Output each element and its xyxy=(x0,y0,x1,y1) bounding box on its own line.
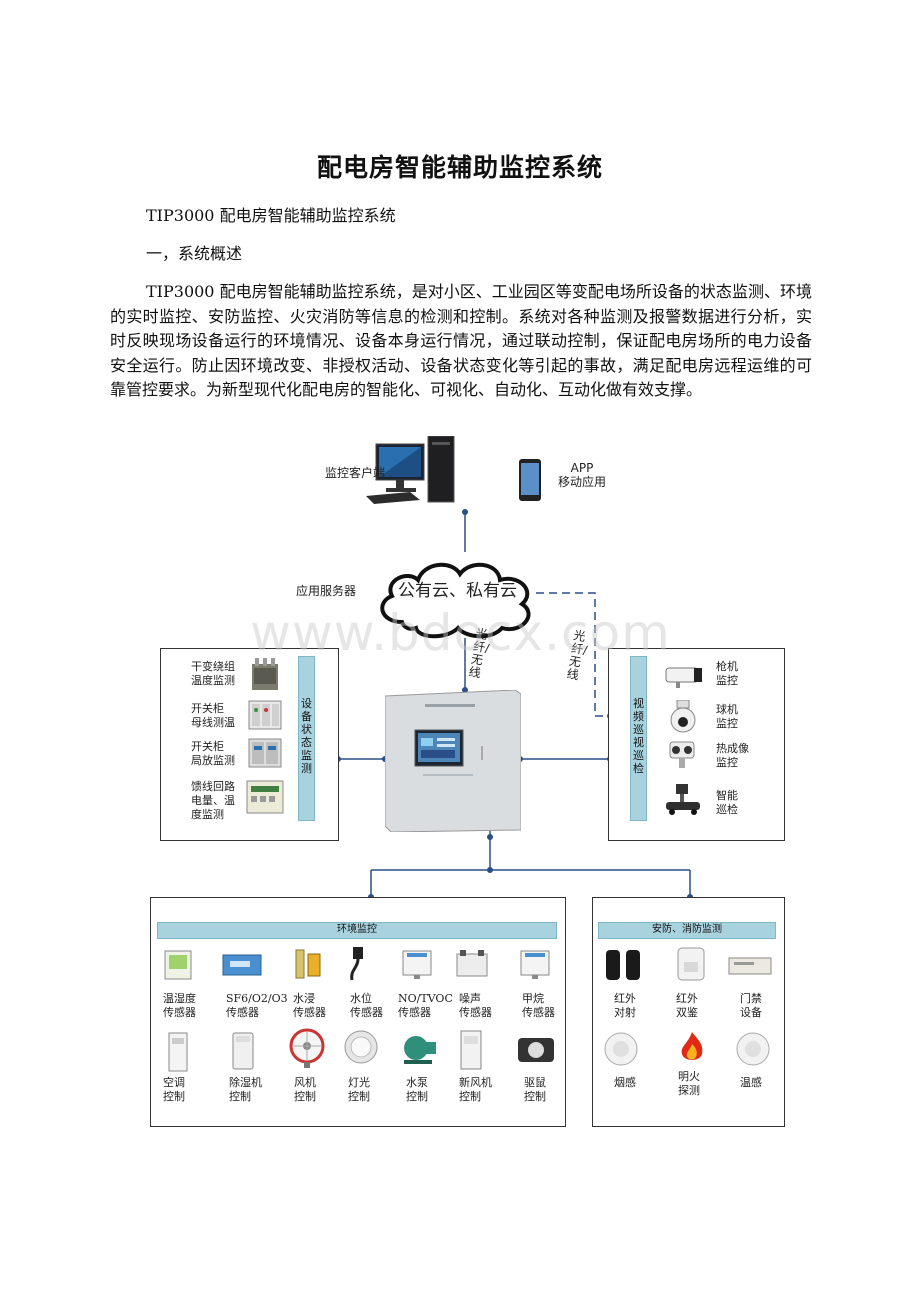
section-heading: 一，系统概述 xyxy=(146,244,243,263)
fresh-air-unit-icon xyxy=(460,1030,482,1074)
env-sensor-3: 水浸 传感器 xyxy=(293,992,326,1019)
noise-sensor-icon xyxy=(456,950,488,984)
watermark: www.bdocx.com xyxy=(250,604,671,662)
gas-sensor-icon xyxy=(222,954,262,980)
security-item-4: 烟感 xyxy=(614,1076,636,1089)
security-item-3: 门禁 设备 xyxy=(740,992,762,1019)
feeder-monitor-icon xyxy=(246,780,284,818)
video-item-4: 智能 巡检 xyxy=(716,789,738,816)
device-status-band-label: 设备状态监测 xyxy=(301,697,312,775)
device-status-band: 设备状态监测 xyxy=(298,656,315,821)
inspection-robot-icon xyxy=(664,782,702,820)
client-label: 监控客户端 xyxy=(325,466,386,480)
switchgear-discharge-icon xyxy=(248,738,282,772)
env-sensor-1: 温湿度 传感器 xyxy=(163,992,196,1019)
video-item-2: 球机 监控 xyxy=(716,703,738,730)
document-title: 配电房智能辅助监控系统 xyxy=(316,153,603,182)
env-control-5: 水泵 控制 xyxy=(406,1076,428,1103)
heat-detector-icon xyxy=(736,1032,770,1070)
environment-band: 环境监控 xyxy=(157,922,557,939)
water-pump-icon xyxy=(400,1030,438,1070)
no-tvoc-sensor-icon xyxy=(402,950,432,984)
controller-cabinet-icon xyxy=(384,689,522,836)
device-status-item-2: 开关柜 母线测温 xyxy=(191,702,235,729)
env-control-1: 空调 控制 xyxy=(163,1076,185,1103)
transformer-icon xyxy=(248,656,282,698)
fan-icon xyxy=(288,1028,326,1072)
app-label: APP 移动应用 xyxy=(558,461,607,489)
water-leak-sensor-icon xyxy=(292,948,324,984)
thermal-camera-icon xyxy=(666,738,700,774)
subtitle: TIP3000 配电房智能辅助监控系统 xyxy=(146,206,396,225)
cloud-label: 公有云、私有云 xyxy=(398,581,517,601)
bullet-camera-icon xyxy=(664,664,704,692)
env-control-4: 灯光 控制 xyxy=(348,1076,370,1103)
env-sensor-4: 水位 传感器 xyxy=(350,992,383,1019)
access-control-icon xyxy=(728,956,772,980)
rodent-repeller-icon xyxy=(516,1034,556,1070)
env-control-2: 除湿机 控制 xyxy=(229,1076,262,1103)
dual-tech-detector-icon xyxy=(676,946,706,986)
video-band: 视频巡视巡检 xyxy=(630,656,647,821)
device-status-item-1: 干变绕组 温度监测 xyxy=(191,660,235,687)
video-item-3: 热成像 监控 xyxy=(716,742,749,769)
light-icon xyxy=(344,1030,378,1068)
env-control-7: 驱鼠 控制 xyxy=(524,1076,546,1103)
security-band: 安防、消防监测 xyxy=(598,922,776,939)
security-item-6: 温感 xyxy=(740,1076,762,1089)
cloud-icon xyxy=(372,552,540,644)
flame-icon xyxy=(678,1030,706,1068)
env-control-3: 风机 控制 xyxy=(294,1076,316,1103)
dome-camera-icon xyxy=(668,699,698,738)
env-control-6: 新风机 控制 xyxy=(459,1076,492,1103)
server-label: 应用服务器 xyxy=(296,584,357,598)
env-sensor-6: 噪声 传感器 xyxy=(459,992,492,1019)
desktop-computer-icon xyxy=(366,435,458,510)
air-conditioner-icon xyxy=(168,1032,188,1076)
env-sensor-5: NO/TVOC 传感器 xyxy=(398,992,453,1019)
temp-humidity-sensor-icon xyxy=(164,950,192,984)
security-item-5: 明火 探测 xyxy=(678,1070,700,1097)
water-level-sensor-icon xyxy=(346,946,370,988)
smoke-detector-icon xyxy=(604,1032,638,1070)
env-sensor-7: 甲烷 传感器 xyxy=(522,992,555,1019)
smartphone-icon xyxy=(518,458,542,506)
device-status-item-3: 开关柜 局放监测 xyxy=(191,740,235,767)
intro-paragraph: TIP3000 配电房智能辅助监控系统，是对小区、工业园区等变配电场所设备的状态… xyxy=(110,282,812,399)
switchgear-temp-icon xyxy=(248,700,282,734)
video-item-1: 枪机 监控 xyxy=(716,660,738,687)
env-sensor-2: SF6/O2/O3 传感器 xyxy=(226,992,288,1019)
device-status-item-4: 馈线回路 电量、温 度监测 xyxy=(191,780,235,821)
dehumidifier-icon xyxy=(232,1032,254,1074)
methane-sensor-icon xyxy=(520,950,550,984)
infrared-beam-icon xyxy=(604,948,644,986)
security-item-2: 红外 双鉴 xyxy=(676,992,698,1019)
security-item-1: 红外 对射 xyxy=(614,992,636,1019)
video-band-label: 视频巡视巡检 xyxy=(633,697,644,775)
